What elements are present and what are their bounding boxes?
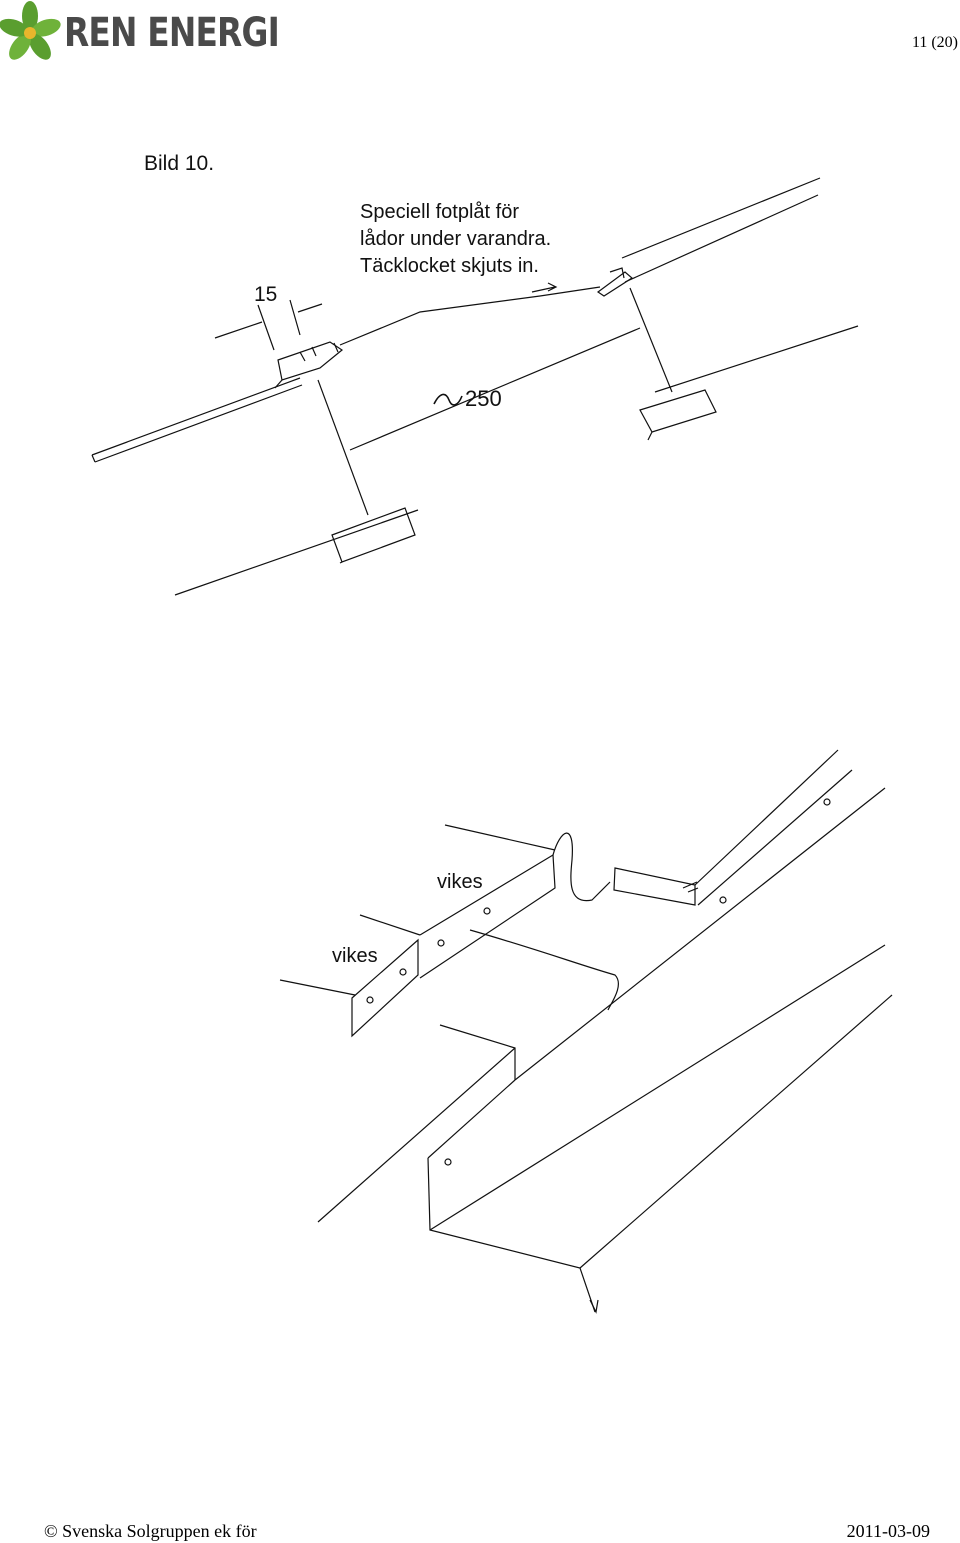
- dim-250-ext-right: [629, 287, 673, 393]
- dim-250-ext-left: [317, 379, 369, 516]
- curved-arrow-bottom: [469, 929, 620, 1011]
- note-line-1: Speciell fotplåt för: [360, 201, 519, 223]
- foot-plate: [277, 341, 344, 381]
- upper-plate-top: [444, 824, 556, 851]
- dimension-250-label: 250: [465, 386, 502, 411]
- logo-text: REN ENERGI: [64, 10, 280, 56]
- dimension-15-label: 15: [254, 283, 278, 306]
- roof-line-lower: [174, 509, 419, 596]
- note-line-2: lådor under varandra.: [360, 228, 552, 250]
- flashing-long-edge: [317, 1047, 516, 1223]
- dim-15-arrows: [214, 303, 323, 339]
- note-line-3: Täcklocket skjuts in.: [360, 255, 539, 277]
- fold-label-lower: vikes: [332, 945, 378, 967]
- footer-copyright: © Svenska Solgruppen ek för: [44, 1521, 257, 1541]
- approx-tilde-icon: [433, 393, 463, 406]
- company-logo: REN ENERGI: [0, 0, 280, 66]
- flashing-top-edge: [694, 749, 839, 886]
- batten-upper: [639, 389, 717, 433]
- dim-15-ext-left: [257, 304, 275, 351]
- dim-250-line: [349, 327, 641, 451]
- dim-15-ext-right: [289, 299, 301, 336]
- batten-lower: [331, 507, 416, 563]
- upper-box-top: [621, 177, 821, 259]
- flower-logo-icon: [0, 1, 61, 60]
- top-sketch: [91, 177, 859, 596]
- curved-arrow-top: [552, 832, 611, 902]
- left-plate-top: [279, 979, 356, 996]
- footer-date: 2011-03-09: [846, 1521, 930, 1541]
- cover-lid-line: [339, 286, 601, 346]
- fold-flange-middle: [419, 853, 556, 979]
- page-number: 11 (20): [911, 34, 958, 51]
- fold-flange-left: [351, 938, 419, 1038]
- bottom-sketch: [279, 749, 893, 1314]
- upper-box-edge: [596, 271, 634, 297]
- right-small-plate: [613, 867, 696, 906]
- panel-rail-upper: [91, 377, 301, 456]
- flashing-main-edge: [514, 787, 886, 1081]
- fold-label-upper: vikes: [437, 871, 483, 893]
- trough-lip-edge: [579, 994, 893, 1269]
- trough-bottom-edge: [429, 944, 886, 1231]
- panel-rail-lower: [94, 384, 303, 463]
- roof-line-upper: [654, 325, 859, 393]
- figure-title: Bild 10.: [144, 152, 215, 175]
- trough-outline: [427, 1157, 596, 1313]
